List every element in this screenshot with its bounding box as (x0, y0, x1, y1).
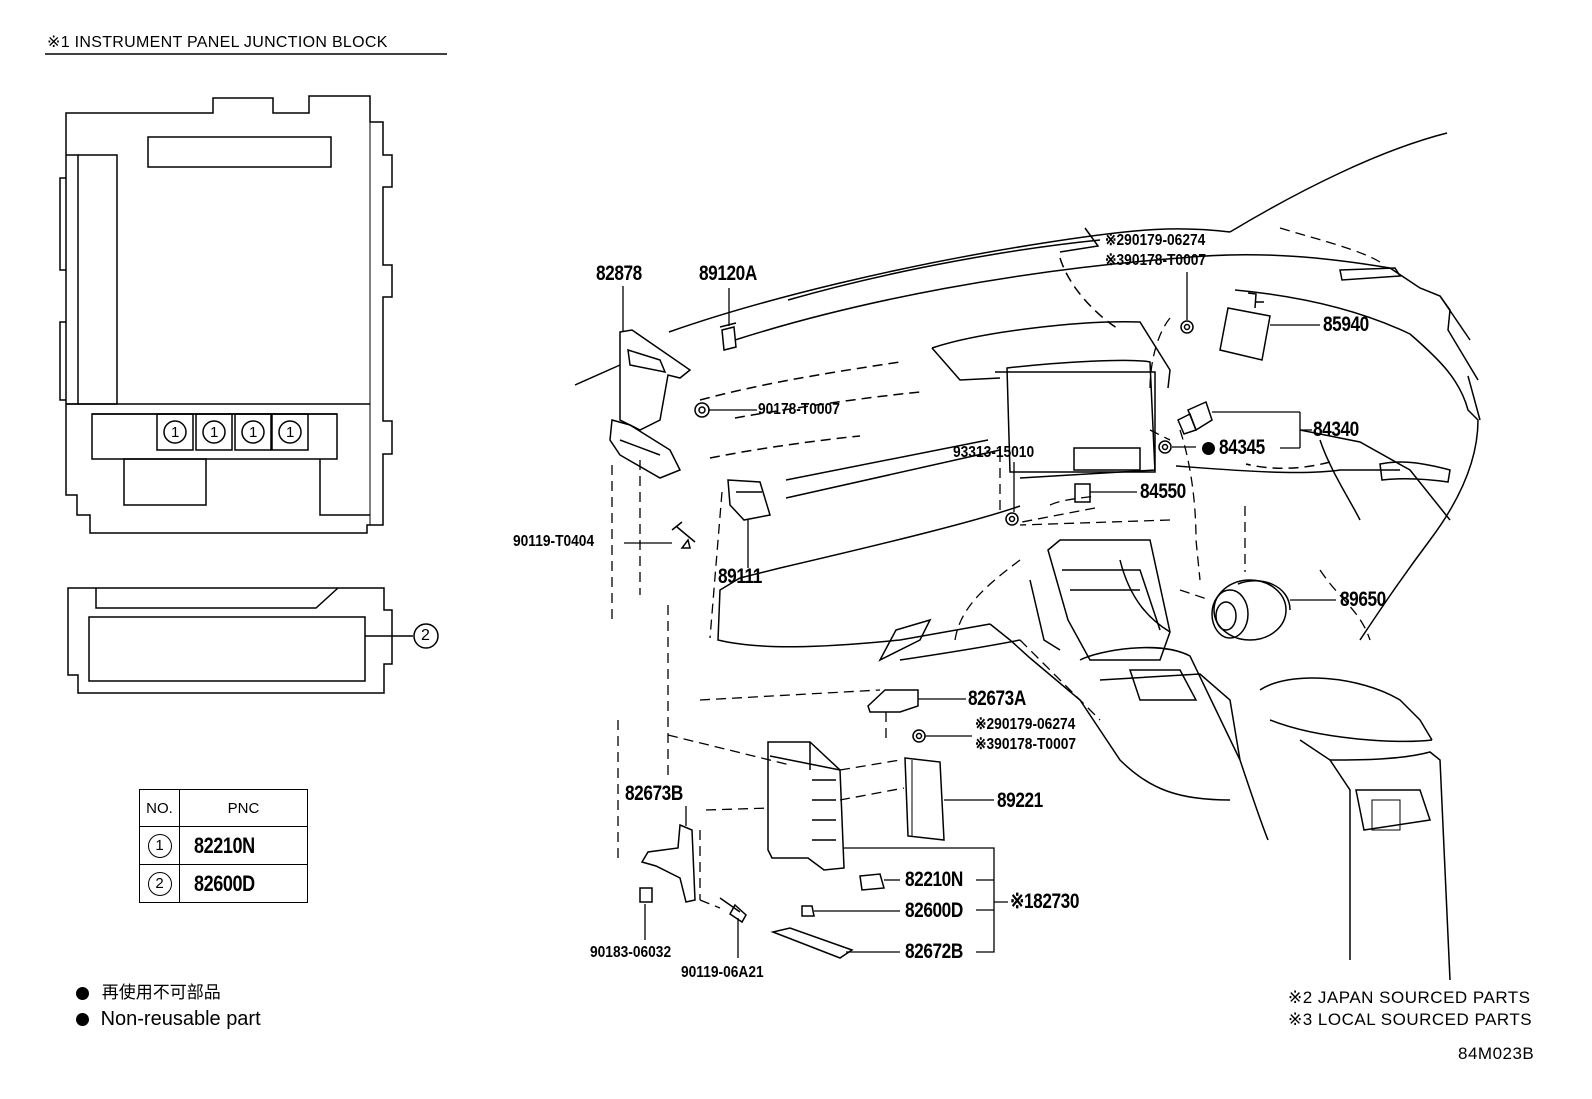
component-85940 (1219, 292, 1271, 361)
component-82600D-small (801, 905, 815, 917)
drawing-code: 84M023B (1458, 1044, 1535, 1063)
legend-japanese: 再使用不可部品 (76, 984, 221, 1002)
part-label-82210N: 82210N (905, 868, 963, 891)
pnc-row-part-number: 82600D (179, 864, 308, 903)
part-label-ref-local-mid: ※390178-T0007 (975, 736, 1077, 753)
part-label-93313-15010: 93313-15010 (953, 444, 1035, 461)
bullet-icon (1202, 442, 1215, 456)
non-reusable-marker (1202, 441, 1215, 457)
block-connector-label: 1 (210, 424, 219, 441)
bullet-icon (76, 987, 89, 1001)
part-label-90178-T0007: 90178-T0007 (758, 401, 840, 418)
junction-block-side-view (67, 587, 439, 694)
part-label-89120A: 89120A (699, 262, 757, 285)
legend-english: Non-reusable part (76, 1009, 261, 1029)
pnc-row-part-number: 82210N (179, 826, 308, 865)
hidden-lines (611, 227, 1381, 909)
part-label-84340: 84340 (1313, 418, 1359, 441)
part-label-82672B: 82672B (905, 940, 963, 963)
fasteners (639, 320, 1194, 924)
note-japan-sourced: ※2 JAPAN SOURCED PARTS (1288, 988, 1531, 1007)
leader-lines (622, 272, 1336, 958)
component-84550 (1074, 483, 1091, 503)
pnc-table-header-pnc: PNC (179, 789, 308, 827)
part-label-89650: 89650 (1340, 588, 1386, 611)
component-89221 (904, 757, 945, 841)
part-label-90119-T0404: 90119-T0404 (513, 533, 595, 550)
part-label-ref-local-top: ※390178-T0007 (1105, 252, 1207, 269)
component-82672B (770, 927, 854, 959)
part-label-ref-japan-mid: ※290179-06274 (975, 716, 1076, 733)
component-89650 (1211, 579, 1291, 641)
pnc-table-header-row: NO. PNC (139, 789, 308, 827)
block-connector-label: 1 (171, 424, 180, 441)
pnc-table: NO. PNC 1 82210N 2 82600D (139, 789, 308, 903)
part-label-82673A: 82673A (968, 687, 1026, 710)
component-89111 (727, 479, 771, 521)
note-local-sourced: ※3 LOCAL SOURCED PARTS (1288, 1010, 1533, 1029)
dashboard-outline (574, 132, 1481, 981)
component-82210N-small (859, 873, 885, 891)
component-82673B (640, 823, 696, 903)
part-label-90183-06032: 90183-06032 (590, 944, 672, 961)
part-label-ref-japan-top: ※290179-06274 (1105, 232, 1206, 249)
bullet-icon (76, 1013, 89, 1027)
pnc-table-header-no: NO. (139, 789, 180, 827)
part-label-85940: 85940 (1323, 313, 1369, 336)
part-label-84345: 84345 (1219, 436, 1265, 459)
part-label-89221: 89221 (997, 789, 1043, 812)
legend-english-text: Non-reusable part (100, 1008, 261, 1030)
pnc-row-no: 1 (139, 826, 180, 865)
block-connector-label: 1 (286, 424, 295, 441)
part-label-82878: 82878 (596, 262, 642, 285)
part-label-84550: 84550 (1140, 480, 1186, 503)
pnc-row-no: 2 (139, 864, 180, 903)
diagram-title: ※1 INSTRUMENT PANEL JUNCTION BLOCK (47, 34, 388, 51)
legend-japanese-text: 再使用不可部品 (101, 983, 221, 1003)
part-label-90119-06A21: 90119-06A21 (681, 964, 764, 981)
component-junction-block-82730 (767, 741, 845, 871)
table-row: 1 82210N (139, 826, 308, 865)
junction-block-top-view (59, 95, 393, 534)
part-label-82673B: 82673B (625, 782, 683, 805)
component-84340 (1177, 400, 1213, 435)
component-82878 (609, 329, 692, 479)
component-89120A (719, 322, 737, 351)
table-row: 2 82600D (139, 864, 308, 903)
block-connector-label: 1 (249, 424, 258, 441)
part-label-82600D: 82600D (905, 899, 963, 922)
component-82673A (867, 689, 919, 713)
part-label-82730: ※182730 (1010, 890, 1080, 913)
part-label-89111: 89111 (718, 565, 762, 588)
side-connector-callout: 2 (421, 627, 430, 644)
